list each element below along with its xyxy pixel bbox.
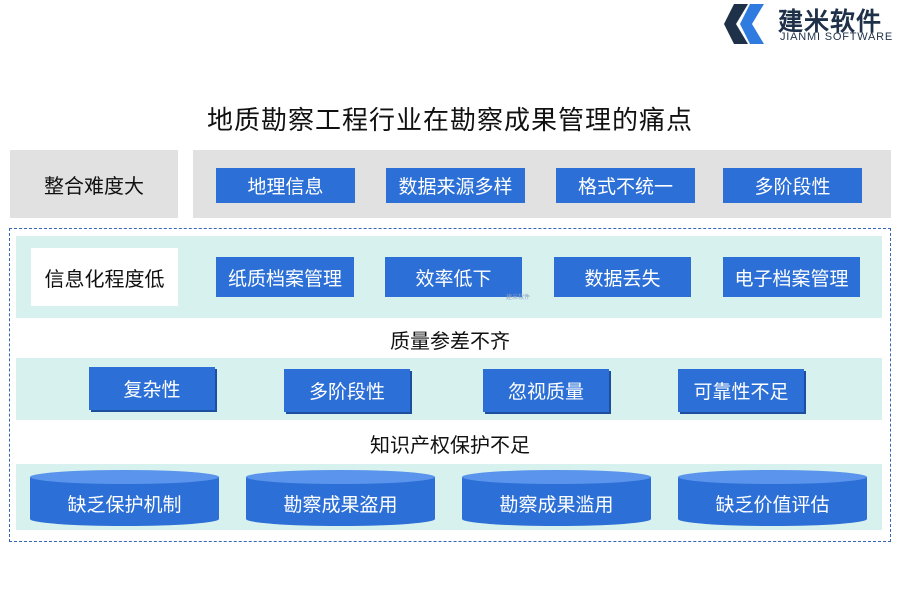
category-label: 信息化程度低 <box>44 266 165 291</box>
item-result-abuse: 勘察成果滥用 <box>461 469 652 527</box>
watermark: 建米软件 <box>506 294 531 301</box>
item-ignore-quality: 忽视质量 <box>483 369 609 412</box>
item-paper-archive: 纸质档案管理 <box>216 257 354 297</box>
item-result-theft: 勘察成果盗用 <box>245 469 436 527</box>
brand-logo: 建米软件 JIANMI SOFTWARE <box>724 0 900 48</box>
item-multi-stage: 多阶段性 <box>723 168 862 203</box>
item-insufficient-reliability: 可靠性不足 <box>678 369 804 412</box>
category-uneven-quality: 质量参差不齐 <box>390 329 510 353</box>
item-no-value-assessment: 缺乏价值评估 <box>677 469 868 527</box>
item-geo-info: 地理信息 <box>216 168 355 203</box>
item-multi-stage-quality: 多阶段性 <box>284 369 410 412</box>
item-data-loss: 数据丢失 <box>554 257 691 297</box>
brand-name-cn: 建米软件 <box>778 7 883 36</box>
page-title: 地质勘察工程行业在勘察成果管理的痛点 <box>206 106 693 136</box>
item-inconsistent-format: 格式不统一 <box>556 168 695 203</box>
category-label: 整合难度大 <box>44 173 144 198</box>
item-electronic-archive: 电子档案管理 <box>723 257 860 297</box>
item-complexity: 复杂性 <box>89 367 215 410</box>
category-ip-protection: 知识产权保护不足 <box>370 433 530 457</box>
dashed-frame <box>9 228 891 542</box>
item-low-efficiency: 效率低下 <box>385 257 522 297</box>
brand-name-en: JIANMI SOFTWARE <box>780 31 894 43</box>
category-integration-difficulty: 整合难度大 <box>10 150 178 218</box>
item-diverse-sources: 数据来源多样 <box>386 168 525 203</box>
jianmi-logo-icon <box>724 4 764 44</box>
item-no-protection-mechanism: 缺乏保护机制 <box>29 469 220 527</box>
category-low-informatization: 信息化程度低 <box>31 248 178 306</box>
